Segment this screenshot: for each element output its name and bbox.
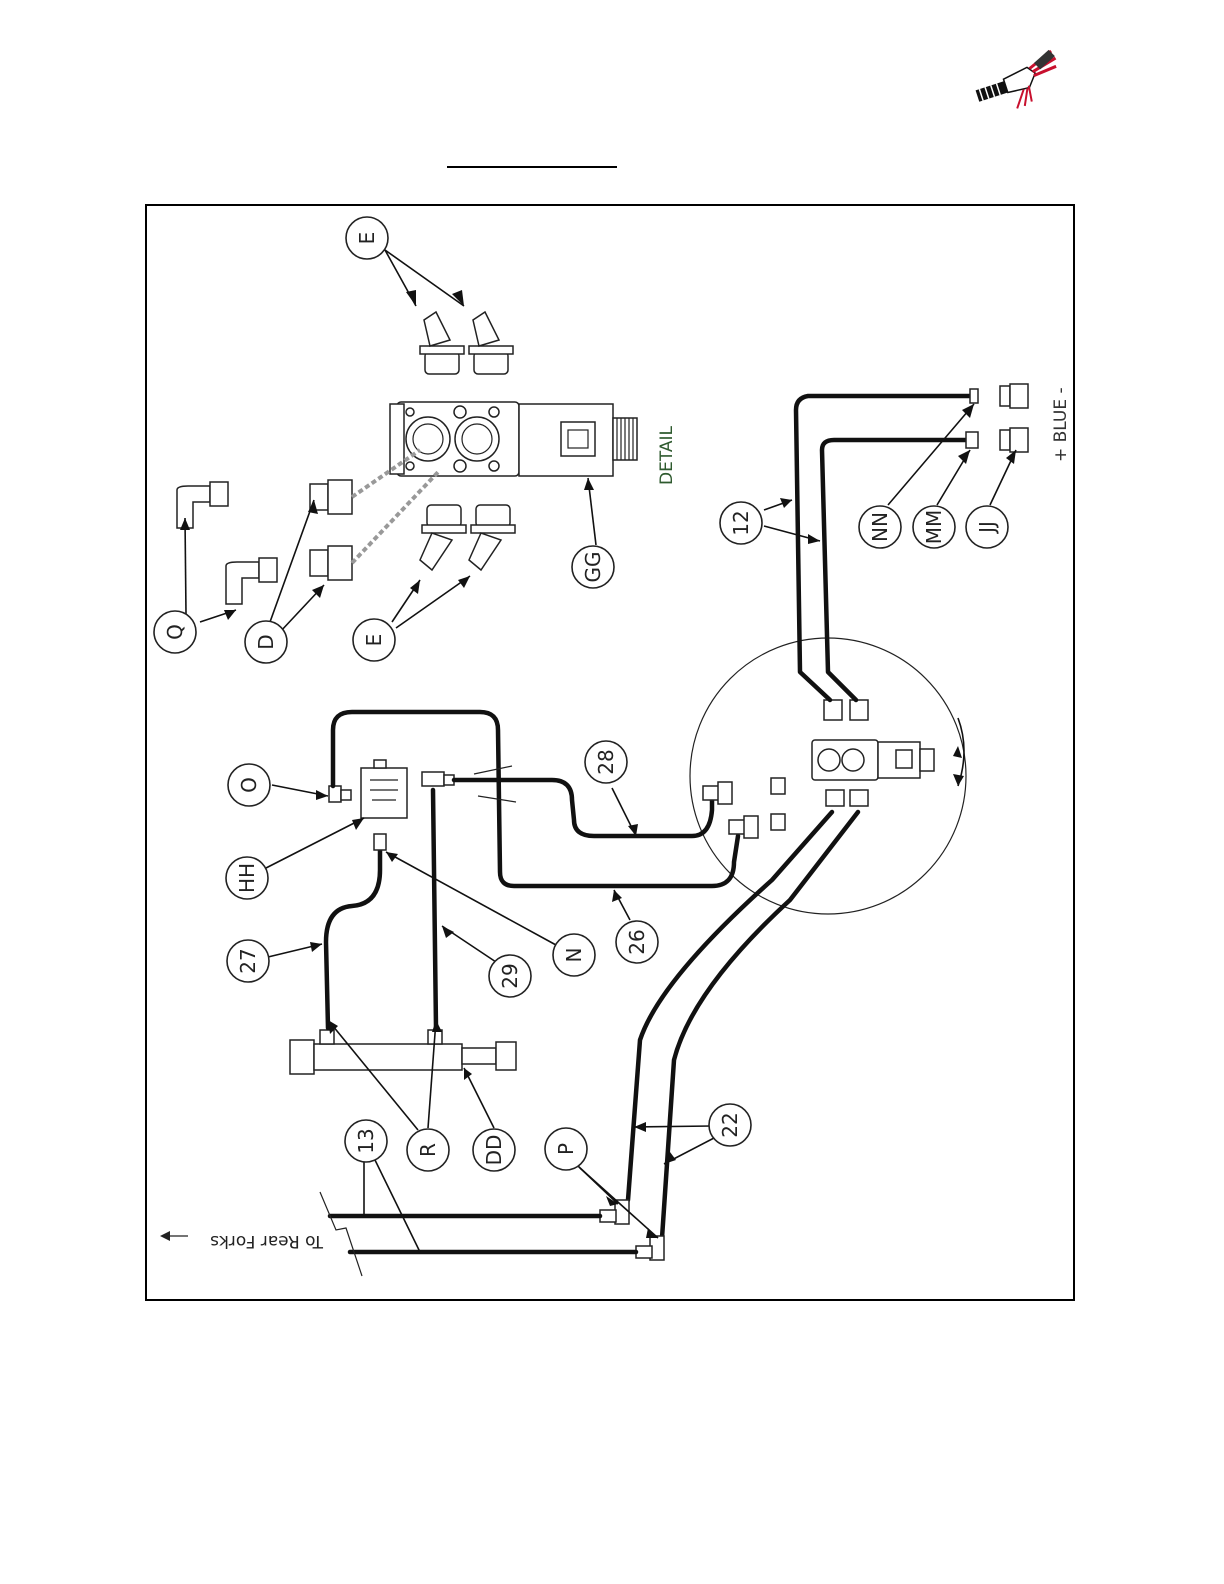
callout-e-bottom: E <box>353 619 395 661</box>
block-hh <box>329 760 407 850</box>
callout-12: 12 <box>720 502 762 544</box>
svg-text:D: D <box>254 634 278 649</box>
callout-dd: DD <box>473 1129 515 1171</box>
blue-label: + BLUE - <box>1051 387 1071 462</box>
callout-e-top: E <box>346 217 388 259</box>
connectors-blue <box>966 384 1028 452</box>
valve-detail <box>390 402 637 476</box>
svg-text:DD: DD <box>482 1135 506 1166</box>
svg-text:27: 27 <box>236 948 260 973</box>
svg-text:MM: MM <box>922 510 946 545</box>
callout-29: 29 <box>489 955 531 997</box>
svg-text:NN: NN <box>868 512 892 542</box>
callout-jj: JJ <box>966 506 1008 548</box>
svg-text:Q: Q <box>163 624 187 640</box>
callout-p: P <box>545 1128 587 1170</box>
tee-fitting <box>422 772 454 786</box>
svg-text:HH: HH <box>235 863 259 893</box>
callout-28: 28 <box>585 741 627 783</box>
callout-26: 26 <box>616 921 658 963</box>
svg-text:R: R <box>416 1143 440 1157</box>
svg-text:E: E <box>355 232 379 245</box>
svg-text:13: 13 <box>354 1128 378 1153</box>
callout-hh: HH <box>226 857 268 899</box>
svg-text:12: 12 <box>729 510 753 535</box>
svg-text:O: O <box>237 777 261 793</box>
fittings-e-bottom <box>420 505 515 570</box>
callout-22: 22 <box>709 1104 751 1146</box>
svg-text:JJ: JJ <box>975 521 999 535</box>
svg-text:29: 29 <box>498 963 522 988</box>
callout-n: N <box>553 934 595 976</box>
callout-d: D <box>245 621 287 663</box>
svg-text:E: E <box>362 634 386 647</box>
svg-text:GG: GG <box>581 552 605 583</box>
fittings-e-top <box>420 312 513 374</box>
svg-text:22: 22 <box>718 1112 742 1137</box>
svg-text:26: 26 <box>625 929 649 954</box>
fittings-q <box>177 482 277 604</box>
valve-small <box>771 700 934 830</box>
callout-mm: MM <box>913 506 955 548</box>
callout-o: O <box>228 764 270 806</box>
svg-text:N: N <box>562 948 586 963</box>
callout-gg: GG <box>572 546 614 588</box>
callout-13: 13 <box>345 1120 387 1162</box>
fittings-d <box>310 480 352 580</box>
svg-text:P: P <box>554 1143 578 1155</box>
callout-27: 27 <box>227 940 269 982</box>
svg-text:28: 28 <box>594 749 618 774</box>
callout-nn: NN <box>859 506 901 548</box>
to-rear-forks-label: To Rear Forks <box>210 1231 324 1251</box>
callout-q: Q <box>154 611 196 653</box>
callout-r: R <box>407 1129 449 1171</box>
detail-label: DETAIL <box>657 425 677 485</box>
cylinder-dd <box>290 1030 516 1074</box>
